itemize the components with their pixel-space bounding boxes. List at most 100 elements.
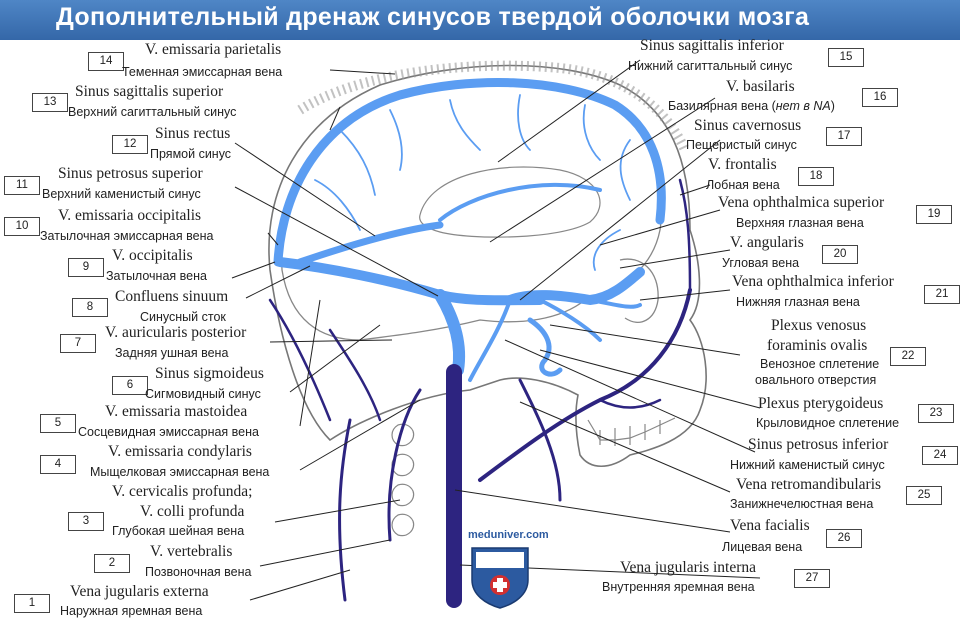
latin-label-10: V. emissaria occipitalis xyxy=(58,207,202,224)
russian-label-24: Нижний каменистый синус xyxy=(730,458,885,472)
latin-label-19: Vena ophthalmica superior xyxy=(718,194,885,211)
leader-lines xyxy=(231,59,761,601)
label-number-9: 9 xyxy=(68,258,104,277)
label-number-27: 27 xyxy=(794,569,830,588)
latin-label-12: Sinus rectus xyxy=(155,125,231,142)
latin-label-7: V. auricularis posterior xyxy=(105,324,247,341)
latin-label-3b: V. colli profunda xyxy=(140,503,245,520)
latin-label-20: V. angularis xyxy=(730,234,804,251)
label-number-5: 5 xyxy=(40,414,76,433)
label-number-1: 1 xyxy=(14,594,50,613)
label-number-24: 24 xyxy=(922,446,958,465)
russian-label-3: Глубокая шейная вена xyxy=(112,524,245,538)
sinus-sagittalis-superior xyxy=(273,78,666,267)
russian-label-1: Наружная яремная вена xyxy=(60,604,203,618)
latin-label-23: Plexus pterygoideus xyxy=(758,395,884,412)
russian-label-13: Верхний сагиттальный синус xyxy=(68,105,237,119)
latin-label-15: Sinus sagittalis inferior xyxy=(640,37,784,54)
latin-label-8: Confluens sinuum xyxy=(115,288,229,305)
latin-label-22a: Plexus venosus xyxy=(771,317,867,334)
label-number-11: 11 xyxy=(4,176,40,195)
sinus-sigmoideus xyxy=(434,289,466,376)
label-number-19: 19 xyxy=(916,205,952,224)
sinus-sagittalis-inferior xyxy=(438,182,602,222)
latin-label-14: V. emissaria parietalis xyxy=(145,41,282,58)
latin-label-1: Vena jugularis externa xyxy=(70,583,209,600)
label-number-22: 22 xyxy=(890,347,926,366)
russian-label-20: Угловая вена xyxy=(722,256,800,270)
v-basilaris xyxy=(538,298,602,342)
label-number-12: 12 xyxy=(112,135,148,154)
russian-label-14: Теменная эмиссарная вена xyxy=(122,65,283,79)
note-italic: нет в NA xyxy=(775,99,831,113)
v-occipitalis xyxy=(268,298,332,422)
plexus-pterygoideus xyxy=(527,317,563,377)
russian-label-8: Синусный сток xyxy=(140,310,226,324)
label-number-15: 15 xyxy=(828,48,864,67)
russian-label-7: Задняя ушная вена xyxy=(115,346,229,360)
label-number-13: 13 xyxy=(32,93,68,112)
v-frontalis xyxy=(678,178,692,292)
label-number-2: 2 xyxy=(94,554,130,573)
label-number-10: 10 xyxy=(4,217,40,236)
latin-label-17: Sinus cavernosus xyxy=(694,117,802,134)
label-number-17: 17 xyxy=(826,127,862,146)
label-number-21: 21 xyxy=(924,285,960,304)
latin-label-21: Vena ophthalmica inferior xyxy=(732,273,894,290)
label-number-7: 7 xyxy=(60,334,96,353)
russian-label-27: Внутренняя яремная вена xyxy=(602,580,755,594)
russian-label-23: Крыловидное сплетение xyxy=(756,416,900,430)
label-number-8: 8 xyxy=(72,298,108,317)
label-number-26: 26 xyxy=(826,529,862,548)
latin-label-26: Vena facialis xyxy=(730,517,810,534)
v-retromandibularis xyxy=(518,378,562,502)
sinus-rectus xyxy=(296,221,444,266)
label-number-14: 14 xyxy=(88,52,124,71)
latin-label-4: V. emissaria condylaris xyxy=(108,443,252,460)
latin-label-25: Vena retromandibularis xyxy=(736,476,882,493)
russian-label-11: Верхний каменистый синус xyxy=(42,187,201,201)
label-number-3: 3 xyxy=(68,512,104,531)
russian-label-19: Верхняя глазная вена xyxy=(736,216,864,230)
russian-label-21: Нижняя глазная вена xyxy=(736,295,860,309)
sinus-petrosus-inferior xyxy=(468,298,512,382)
russian-label-22a: Венозное сплетение xyxy=(760,357,880,371)
latin-label-18: V. frontalis xyxy=(708,156,777,173)
russian-label-15: Нижний сагиттальный синус xyxy=(628,59,793,73)
latin-label-13: Sinus sagittalis superior xyxy=(75,83,224,100)
watermark-site: meduniver.com xyxy=(468,529,549,541)
russian-label-25: Занижнечелюстная вена xyxy=(730,497,874,511)
russian-label-22b: овального отверстия xyxy=(755,373,877,387)
latin-label-11: Sinus petrosus superior xyxy=(58,165,203,182)
title-banner: Дополнительный дренаж синусов твердой об… xyxy=(0,0,960,40)
label-number-4: 4 xyxy=(40,455,76,474)
latin-label-22b: foraminis ovalis xyxy=(767,337,868,354)
russian-label-2: Позвоночная вена xyxy=(145,565,252,579)
russian-label-5: Сосцевидная эмиссарная вена xyxy=(78,425,259,439)
russian-label-16: Базилярная вена (нет в NA) xyxy=(668,99,835,113)
latin-label-3a: V. cervicalis profunda; xyxy=(112,483,253,500)
label-number-6: 6 xyxy=(112,376,148,395)
russian-label-18: Лобная вена xyxy=(706,178,780,192)
russian-label-12: Прямой синус xyxy=(150,147,232,161)
page-title: Дополнительный дренаж синусов твердой об… xyxy=(56,3,810,31)
watermark-logo xyxy=(471,547,529,609)
latin-label-16: V. basilaris xyxy=(726,78,795,95)
v-ophthalmica-inferior xyxy=(588,298,642,309)
label-number-23: 23 xyxy=(918,404,954,423)
v-vertebralis xyxy=(387,388,422,542)
latin-label-27: Vena jugularis interna xyxy=(620,559,757,576)
latin-label-9: V. occipitalis xyxy=(112,247,193,264)
label-number-16: 16 xyxy=(862,88,898,107)
russian-label-4: Мыщелковая эмиссарная вена xyxy=(90,465,270,479)
label-number-20: 20 xyxy=(822,245,858,264)
label-number-18: 18 xyxy=(798,167,834,186)
latin-label-6: Sinus sigmoideus xyxy=(155,365,264,382)
russian-label-26: Лицевая вена xyxy=(722,540,803,554)
v-facialis xyxy=(478,288,692,482)
latin-label-5: V. emissaria mastoidea xyxy=(105,403,248,420)
russian-label-10: Затылочная эмиссарная вена xyxy=(40,229,214,243)
latin-label-24: Sinus petrosus inferior xyxy=(748,436,889,453)
label-number-25: 25 xyxy=(906,486,942,505)
